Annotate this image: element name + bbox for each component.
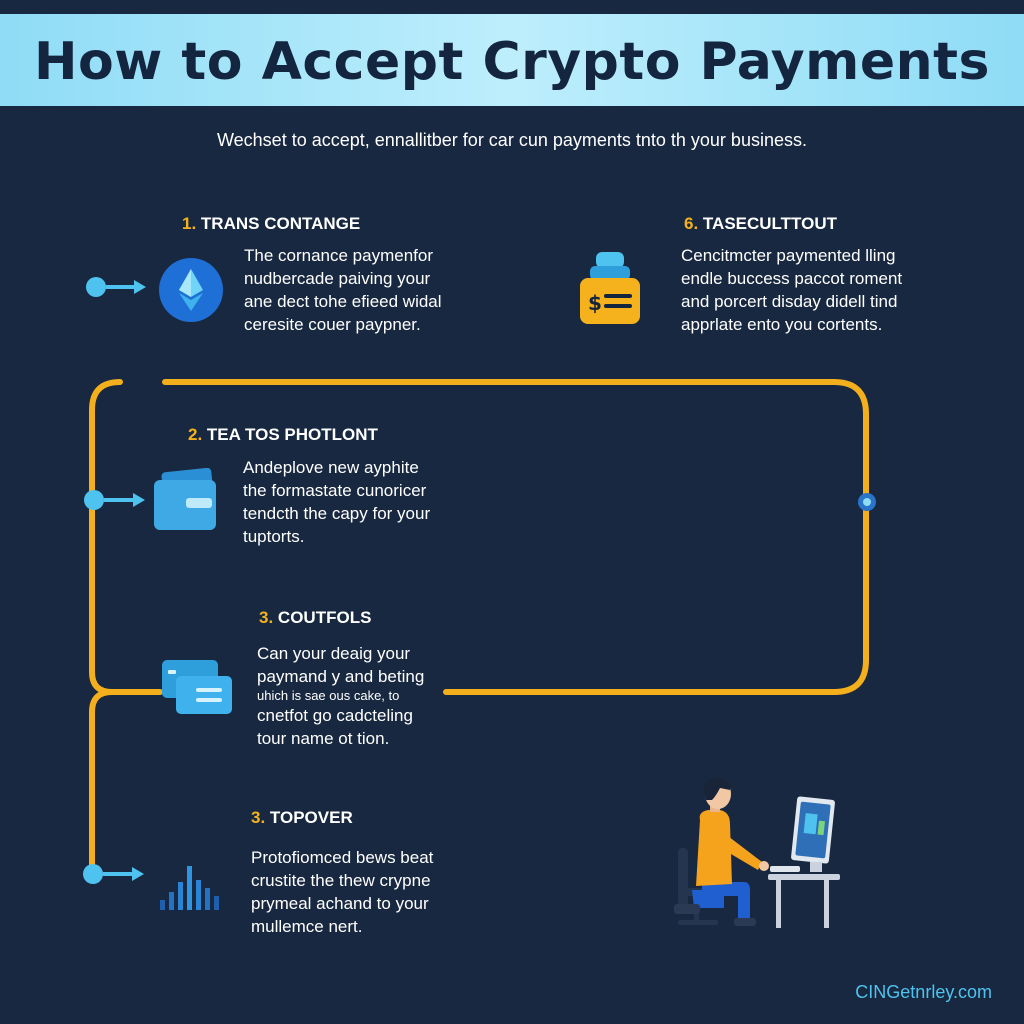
dollar-jar-icon: $ [580, 252, 640, 324]
step-6-line: Cencitmcter paymented lling [681, 246, 896, 265]
connector-left-upper [89, 379, 163, 695]
connector-loop [162, 379, 869, 695]
step-2-description: Andeplove new ayphite the formastate cun… [243, 456, 430, 548]
step-6-line: apprlate ento you cortents. [681, 315, 883, 334]
step-3-line: uhich is sae ous cake, to [257, 688, 400, 703]
step-2-title: 2. TEA TOS PHOTLONT [188, 425, 378, 445]
step-6-title-text: TASECULTTOUT [702, 214, 838, 233]
step-3-line: paymand y and beting [257, 667, 425, 686]
step-3-number: 3. [259, 608, 274, 627]
step-6-description: Cencitmcter paymented lling endle bucсes… [681, 244, 902, 336]
step-2-line: the formastate cunoricer [243, 481, 427, 500]
step-5-line: Protofiomced bews beat [251, 848, 434, 867]
step-1-line: ane dect tohe efieed widal [244, 292, 442, 311]
wallet-icon [154, 468, 216, 530]
connector-node-right [858, 493, 876, 511]
step-1-number: 1. [182, 214, 197, 233]
ethereum-coin-icon [159, 258, 223, 322]
arrow-step-5 [83, 864, 144, 884]
step-2-line: tuptorts. [243, 527, 305, 546]
arrow-step-2 [84, 490, 145, 510]
step-6-title: 6. TASECULTTOUT [684, 214, 837, 234]
svg-text:$: $ [588, 291, 602, 315]
header-banner: How to Accept Crypto Payments [0, 14, 1024, 106]
step-3-line: tour name ot tion. [257, 729, 390, 748]
step-6-line: and porcert disday didell tind [681, 292, 898, 311]
step-6-line: endle bucсess pacсot roment [681, 269, 903, 288]
step-3-title: 3. COUTFOLS [259, 608, 371, 628]
step-1-description: The cornance paymenfor nudbercade paivin… [244, 244, 442, 336]
step-1-title: 1. TRANS CONTANGE [182, 214, 360, 234]
step-2-line: Andeplove new ayphite [243, 458, 419, 477]
step-5-description: Protofiomced bews beat crustite the thew… [251, 846, 433, 938]
person-at-computer-illustration [674, 777, 840, 928]
step-3-line: Can your deaig your [257, 644, 411, 663]
step-3-title-text: COUTFOLS [277, 608, 372, 627]
step-5-line: mullemce nert. [251, 917, 363, 936]
step-3-line: cnetfot go cadcteling [257, 706, 413, 725]
footer-website[interactable]: CINGetnrley.com [855, 982, 992, 1002]
step-1-title-text: TRANS CONTANGE [200, 214, 361, 233]
page-title: How to Accept Crypto Payments [34, 32, 990, 92]
step-5-line: prymeal achand to your [251, 894, 429, 913]
step-1-line: ceresite couer paypner. [244, 315, 421, 334]
step-1-line: The cornance paymenfor [244, 246, 433, 265]
arrow-step-1 [86, 277, 146, 297]
step-5-title-text: TOPOVER [269, 808, 353, 827]
step-2-line: tendcth the capy for your [243, 504, 431, 523]
step-5-title: 3. TOPOVER [251, 808, 353, 828]
step-3-description: Can your deaig your paymand y and beting… [257, 642, 424, 750]
step-1-line: nudbercade paiving your [244, 269, 431, 288]
step-5-number: 3. [251, 808, 266, 827]
step-2-number: 2. [188, 425, 203, 444]
cards-icon [162, 660, 232, 714]
step-5-line: crustite the thew crypne [251, 871, 431, 890]
page-subtitle: Wechset to accept, ennallitber for car c… [217, 130, 807, 150]
bar-chart-icon [160, 866, 219, 910]
step-2-title-text: TEA TOS PHOTLONT [206, 425, 378, 444]
step-6-number: 6. [684, 214, 699, 233]
connector-left-lower [89, 689, 115, 875]
